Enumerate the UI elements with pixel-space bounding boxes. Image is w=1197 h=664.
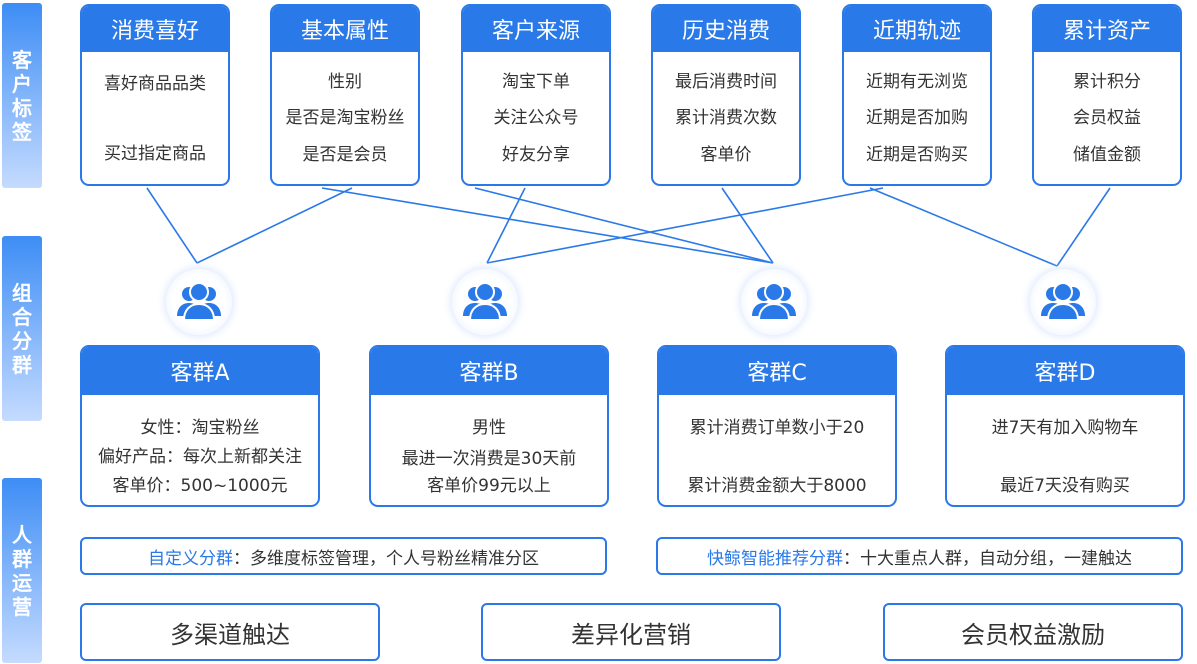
group-title: 客群D xyxy=(947,347,1183,395)
connector-line xyxy=(721,187,774,264)
group-box-a: 客群A 女性：淘宝粉丝 偏好产品：每次上新都关注 客单价：500~1000元 xyxy=(80,345,320,507)
side-label-text: 组合分群 xyxy=(12,280,32,377)
tag-item: 是否是会员 xyxy=(302,145,388,165)
tag-box-consumption-preference: 消费喜好 喜好商品品类 买过指定商品 xyxy=(80,4,230,186)
tag-box-recent-track: 近期轨迹 近期有无浏览 近期是否加购 近期是否购买 xyxy=(842,4,992,186)
tag-item: 累计消费次数 xyxy=(675,108,777,128)
group-title: 客群A xyxy=(82,347,318,395)
tag-title: 客户来源 xyxy=(463,6,609,52)
tag-item: 喜好商品品类 xyxy=(104,74,206,94)
group-item: 客单价99元以上 xyxy=(427,476,551,496)
users-icon xyxy=(166,269,232,335)
group-box-c: 客群C 累计消费订单数小于20 累计消费金额大于8000 xyxy=(657,345,897,507)
action-differentiated-marketing[interactable]: 差异化营销 xyxy=(481,603,781,661)
tag-item: 近期是否加购 xyxy=(866,108,968,128)
tag-item: 淘宝下单 xyxy=(502,72,570,92)
tag-title: 消费喜好 xyxy=(82,6,228,52)
tag-item: 好友分享 xyxy=(502,145,570,165)
side-label-grouping: 组合分群 xyxy=(2,236,42,421)
group-item: 进7天有加入购物车 xyxy=(991,418,1139,438)
tag-box-accumulated-assets: 累计资产 累计积分 会员权益 储值金额 xyxy=(1032,4,1182,186)
group-box-d: 客群D 进7天有加入购物车 最近7天没有购买 xyxy=(945,345,1185,507)
users-icon xyxy=(1030,269,1096,335)
tag-title: 累计资产 xyxy=(1034,6,1180,52)
tag-item: 买过指定商品 xyxy=(104,144,206,164)
connector-line xyxy=(486,187,884,264)
connector-line xyxy=(321,187,774,264)
action-multichannel-reach[interactable]: 多渠道触达 xyxy=(80,603,380,661)
connector-line xyxy=(474,187,774,264)
tag-title: 历史消费 xyxy=(653,6,799,52)
tag-item: 性别 xyxy=(328,72,362,92)
users-icon xyxy=(741,269,807,335)
side-label-customer-tags: 客户标签 xyxy=(2,3,42,188)
group-title: 客群C xyxy=(659,347,895,395)
group-item: 偏好产品：每次上新都关注 xyxy=(98,447,302,467)
tag-item: 会员权益 xyxy=(1073,108,1141,128)
tag-item: 储值金额 xyxy=(1073,145,1141,165)
strategy-custom-grouping[interactable]: 自定义分群：多维度标签管理，个人号粉丝精准分区 xyxy=(80,537,607,575)
strategy-text: ：多维度标签管理，个人号粉丝精准分区 xyxy=(233,548,539,569)
strategy-highlight: 快鲸智能推荐分群 xyxy=(707,548,843,569)
tag-box-basic-attributes: 基本属性 性别 是否是淘宝粉丝 是否是会员 xyxy=(270,4,420,186)
group-item: 客单价：500~1000元 xyxy=(112,476,288,496)
group-title: 客群B xyxy=(371,347,607,395)
tag-item: 累计积分 xyxy=(1073,72,1141,92)
connector-line xyxy=(1056,187,1111,267)
tag-box-customer-source: 客户来源 淘宝下单 关注公众号 好友分享 xyxy=(461,4,611,186)
side-label-operations: 人群运营 xyxy=(2,478,42,663)
tag-item: 是否是淘宝粉丝 xyxy=(285,108,405,128)
group-item: 女性：淘宝粉丝 xyxy=(140,418,260,438)
users-icon xyxy=(452,269,518,335)
connector-line xyxy=(486,187,526,264)
group-item: 最近7天没有购买 xyxy=(1000,476,1130,496)
action-member-benefits[interactable]: 会员权益激励 xyxy=(883,603,1183,661)
tag-title: 基本属性 xyxy=(272,6,418,52)
tag-item: 近期是否购买 xyxy=(866,145,968,165)
strategy-highlight: 自定义分群 xyxy=(148,548,233,569)
group-box-b: 客群B 男性 最进一次消费是30天前 客单价99元以上 xyxy=(369,345,609,507)
connector-line xyxy=(869,187,1058,267)
connector-line xyxy=(196,187,353,264)
tag-item: 近期有无浏览 xyxy=(866,72,968,92)
side-label-text: 客户标签 xyxy=(12,47,32,144)
group-item: 最进一次消费是30天前 xyxy=(401,449,577,469)
group-item: 累计消费金额大于8000 xyxy=(687,476,867,496)
connector-line xyxy=(146,187,198,264)
tag-item: 客单价 xyxy=(700,145,752,165)
strategy-smart-grouping[interactable]: 快鲸智能推荐分群：十大重点人群，自动分组，一建触达 xyxy=(656,537,1183,575)
group-item: 累计消费订单数小于20 xyxy=(689,418,865,438)
tag-item: 关注公众号 xyxy=(493,108,579,128)
strategy-text: ：十大重点人群，自动分组，一建触达 xyxy=(843,548,1132,569)
tag-title: 近期轨迹 xyxy=(844,6,990,52)
tag-box-history-consumption: 历史消费 最后消费时间 累计消费次数 客单价 xyxy=(651,4,801,186)
side-label-text: 人群运营 xyxy=(12,522,32,619)
tag-item: 最后消费时间 xyxy=(675,72,777,92)
group-item: 男性 xyxy=(472,418,506,438)
